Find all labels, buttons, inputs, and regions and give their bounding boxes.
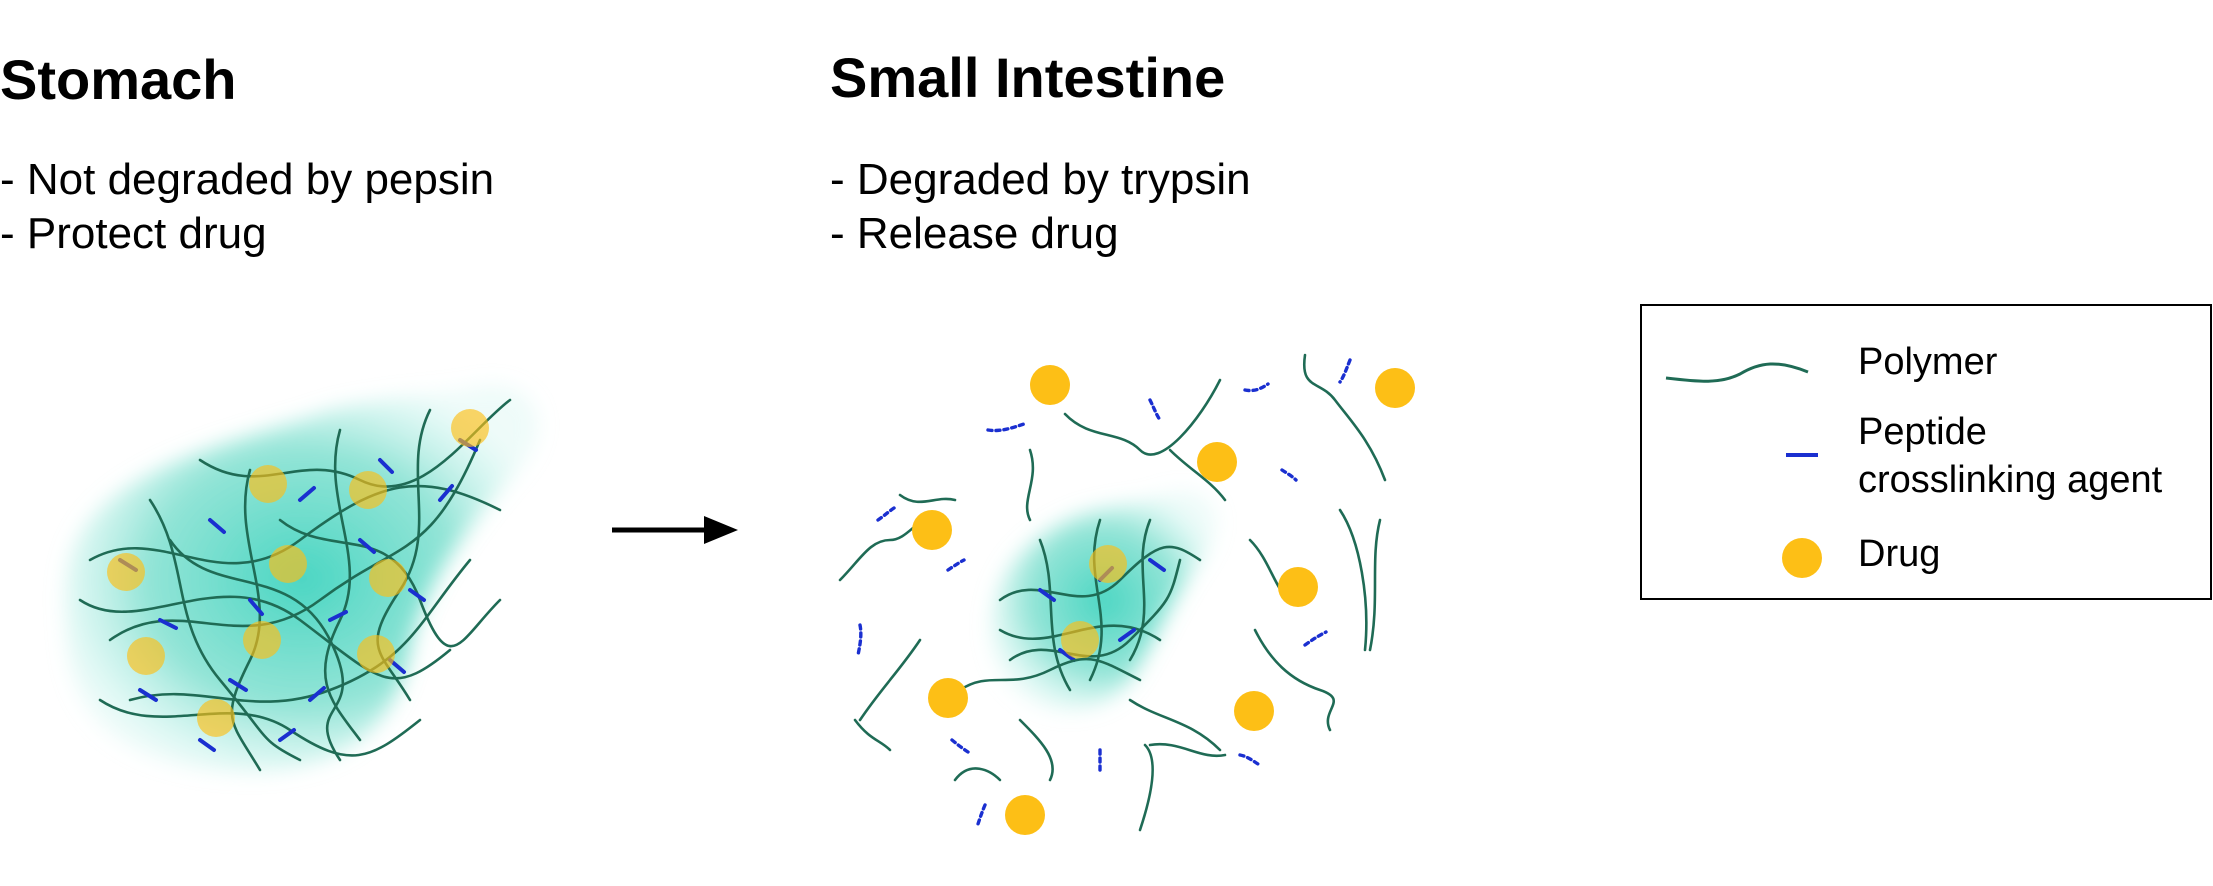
legend: Polymer Peptide crosslinking agent Drug — [1640, 304, 2212, 600]
stomach-drug — [249, 465, 287, 503]
released-drug — [912, 510, 952, 550]
stomach-drug — [269, 545, 307, 583]
small-intestine-point-2: - Release drug — [830, 209, 1119, 258]
released-drug — [1375, 368, 1415, 408]
intestine-core-crosslinkers — [1038, 558, 1166, 662]
arrow-icon — [612, 516, 738, 544]
legend-polymer-label: Polymer — [1858, 341, 1998, 383]
stomach-drugs — [107, 409, 489, 737]
released-drug — [928, 678, 968, 718]
stomach-gel-blob — [65, 384, 539, 773]
released-drug — [1030, 365, 1070, 405]
stomach-gel — [65, 384, 539, 773]
stomach-drug — [197, 699, 235, 737]
stomach-drug — [107, 553, 145, 591]
legend-peptide-label-1: Peptide — [1858, 411, 1987, 453]
intestine-gel — [838, 353, 1415, 835]
intestine-free-crosslinkers — [856, 358, 1352, 826]
released-drug — [1005, 795, 1045, 835]
intestine-gel-blob — [991, 490, 1216, 711]
small-intestine-point-1: - Degraded by trypsin — [830, 155, 1251, 204]
small-intestine-title: Small Intestine — [830, 46, 1226, 109]
stomach-drug — [369, 559, 407, 597]
legend-drug-label: Drug — [1858, 533, 1941, 575]
stomach-drug — [349, 471, 387, 509]
stomach-drug — [243, 621, 281, 659]
stomach-drug — [127, 637, 165, 675]
legend-peptide-label-2: crosslinking agent — [1858, 459, 2163, 501]
crosslinker-legend-icon — [1786, 453, 1818, 457]
stomach-point-1: - Not degraded by pepsin — [0, 155, 495, 204]
polymer-legend-icon — [1665, 362, 1809, 383]
intestine-released-drugs — [912, 365, 1415, 835]
intestine-free-strands — [838, 353, 1387, 832]
stomach-point-2: - Protect drug — [0, 209, 267, 258]
intestine-core-drug — [1089, 545, 1127, 583]
intestine-core-drugs — [1061, 545, 1127, 659]
intestine-core-drug — [1061, 621, 1099, 659]
drug-legend-icon — [1782, 538, 1822, 578]
released-drug — [1278, 567, 1318, 607]
stomach-drug — [357, 635, 395, 673]
released-drug — [1197, 442, 1237, 482]
stomach-drug — [451, 409, 489, 447]
released-drug — [1234, 691, 1274, 731]
stomach-title: Stomach — [0, 48, 237, 111]
